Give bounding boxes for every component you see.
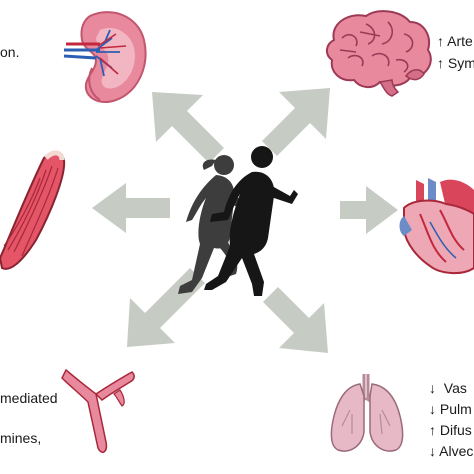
- brain-label-line2: ↑ Sym: [437, 55, 474, 71]
- brain-icon: [326, 10, 432, 97]
- heart-icon: [399, 178, 474, 274]
- kidney-label: on.: [0, 44, 19, 60]
- muscle-icon: [0, 150, 66, 270]
- brain-label-line1: ↑ Arte: [437, 33, 473, 49]
- lungs-icon: [330, 374, 404, 452]
- lung-label-line3: ↑ Difus: [429, 422, 472, 438]
- arrow-down-right: [263, 287, 328, 353]
- vessel-label-line2: mines,: [0, 430, 41, 446]
- arrow-up-right: [262, 88, 330, 156]
- runners-icon: [178, 146, 298, 296]
- lung-label-line4: ↓ Alvec: [429, 443, 473, 459]
- arrow-up-left: [152, 92, 224, 163]
- lung-label-line2: ↓ Pulm: [429, 401, 472, 417]
- blood-vessel-icon: [61, 368, 135, 453]
- kidney-icon: [63, 11, 147, 103]
- arrow-right: [340, 186, 398, 234]
- arrow-left: [92, 183, 170, 233]
- lung-label-line1: ↓ Vas: [429, 380, 467, 396]
- vessel-label-line1: mediated: [0, 390, 58, 406]
